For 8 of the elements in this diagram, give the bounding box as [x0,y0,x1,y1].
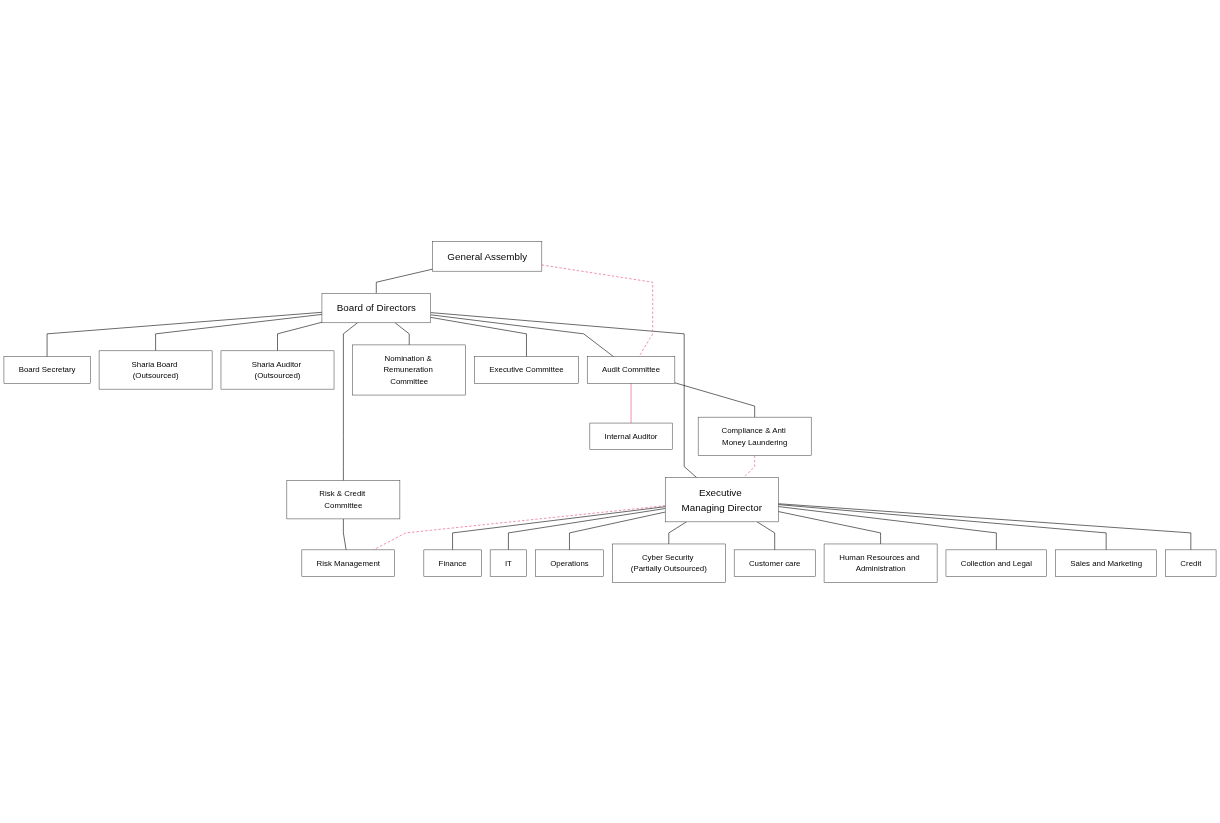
connector [630,382,632,423]
connector [743,454,755,478]
node-box: Board of Directors [321,292,431,323]
connector [674,382,755,417]
connector [541,264,653,357]
connector [430,311,697,478]
node-box: General Assembly [432,240,543,271]
node-box: Executive Managing Director [665,476,779,522]
